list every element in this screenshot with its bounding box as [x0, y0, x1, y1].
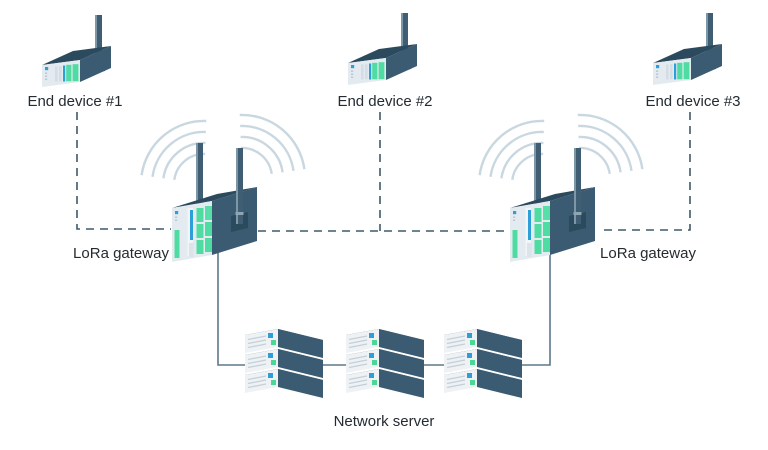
end-device-1-icon: [42, 15, 111, 87]
lora-gateway-1-icon: [142, 115, 305, 262]
lora-gateway-2-icon: [480, 115, 643, 262]
lora-gateway-2-label: LoRa gateway: [600, 245, 696, 262]
end-device-3-label: End device #3: [645, 93, 740, 110]
link-device3-gateway2: [601, 112, 691, 231]
end-device-2-icon: [348, 13, 417, 85]
link-gateway1-server: [217, 252, 246, 366]
end-device-3-icon: [653, 13, 722, 85]
end-device-1-label: End device #1: [27, 93, 122, 110]
link-gateway2-server: [522, 252, 551, 366]
network-server-label: Network server: [334, 413, 435, 430]
end-device-2-label: End device #2: [337, 93, 432, 110]
network-server-stack-2: [346, 329, 424, 398]
connections: [76, 112, 691, 366]
lora-gateway-1-label: LoRa gateway: [73, 245, 169, 262]
network-server-stack-1: [245, 329, 323, 398]
network-server-stack-3: [444, 329, 522, 398]
link-device1-gateway1: [76, 112, 171, 230]
